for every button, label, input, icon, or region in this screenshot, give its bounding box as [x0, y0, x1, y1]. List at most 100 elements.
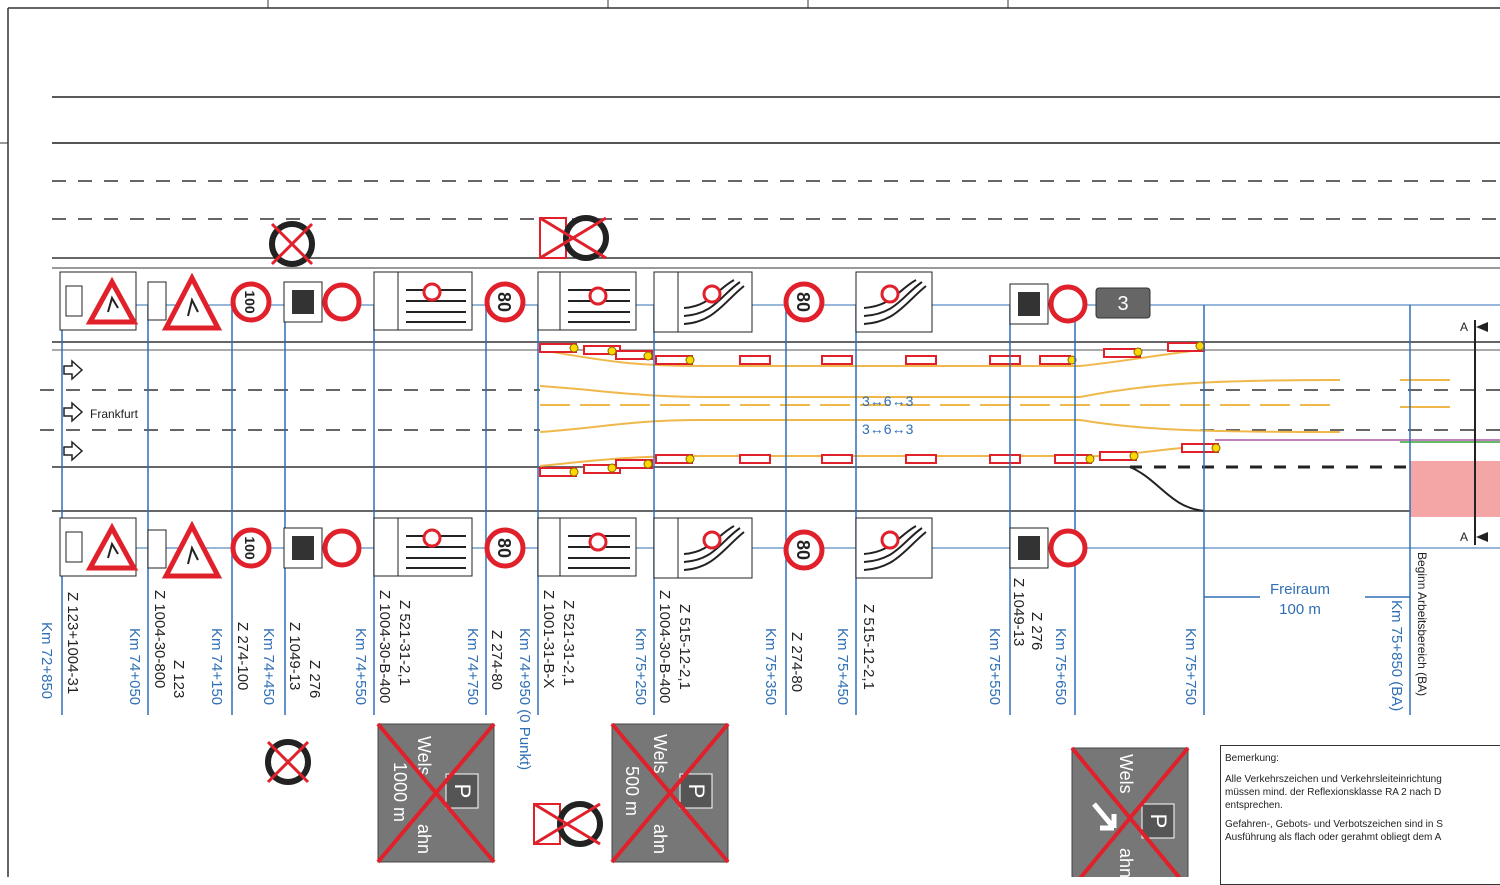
sign-code-label: Z 515-12-2,1: [676, 604, 693, 690]
work-area-label: Beginn Arbeitsbereich (BA): [1415, 552, 1429, 696]
lane-marking-text-2: 3↔6↔3: [862, 421, 914, 437]
sign-code-label: Z 1004-30-B-400: [656, 590, 673, 703]
svg-text:A: A: [1460, 320, 1468, 334]
removed-signs-bottom: [265, 739, 603, 847]
svg-text:Wels: Wels: [414, 736, 434, 776]
lane-guide-sign: [373, 271, 473, 331]
sign-code-label: Z 1004-30-800: [151, 590, 168, 688]
no-overtaking-sign: [1009, 527, 1049, 569]
remark-line: Ausführung als flach oder gerahmt oblieg…: [1225, 832, 1442, 843]
svg-text:ahn: ahn: [1116, 848, 1136, 877]
warning-sign-roadworks: [147, 520, 223, 579]
km-label: Km 75+350: [762, 628, 779, 705]
remark-line: entsprechen.: [1225, 800, 1283, 811]
svg-text:A: A: [1460, 530, 1468, 544]
svg-text:100: 100: [242, 290, 258, 314]
lane-shift-sign: [855, 271, 933, 333]
remark-box: Bemerkung: Alle Verkehrszeichen und Verk…: [1220, 745, 1500, 885]
svg-text:80: 80: [494, 538, 514, 558]
opposite-carriageway: [52, 96, 1500, 269]
remark-line: müssen mind. der Reflexionsklasse RA 2 n…: [1225, 787, 1442, 798]
arrow-right-icon: [63, 440, 84, 462]
temporary-lane-markings: [539, 349, 1450, 467]
remark-title: Bemerkung:: [1225, 753, 1279, 764]
speed-limit-100-sign: 100: [233, 530, 269, 566]
arrow-right-icon: [63, 401, 84, 423]
freiraum-distance: 100 m: [1279, 601, 1321, 618]
sign-code-label: Z 123: [170, 660, 187, 698]
warning-sign-roadworks: [59, 271, 139, 331]
sign-code-label: Z 276: [1028, 612, 1045, 650]
no-overtaking-sign: [283, 281, 323, 323]
km-label: Km 75+650: [1052, 628, 1069, 705]
sign-code-label: Z 274-100: [234, 622, 251, 690]
speed-limit-80-sign: 80: [487, 530, 523, 566]
lane-guide-sign: [537, 517, 637, 577]
leader-lines: [61, 304, 1500, 715]
no-overtaking-trucks-sign: [1048, 284, 1088, 324]
no-overtaking-trucks-sign: [1048, 528, 1088, 568]
sign-code-label: Z 515-12-2,1: [860, 604, 877, 690]
svg-text:100: 100: [242, 536, 258, 560]
km-label: Km 74+550: [352, 628, 369, 705]
warning-sign-roadworks: [59, 517, 139, 577]
speed-limit-80-sign: 80: [786, 284, 822, 320]
route-number: 3: [1117, 293, 1128, 315]
direction-arrows: [63, 359, 84, 462]
arrow-down-right-icon: [1092, 802, 1117, 831]
sign-row-bottom: 100 80 80: [59, 517, 1088, 579]
freiraum-label: Freiraum: [1270, 581, 1330, 598]
lane-guide-sign: [373, 517, 473, 577]
sign-row-top: 100 80 80: [59, 271, 1151, 333]
lane-shift-sign: [653, 517, 753, 579]
km-label: Km 74+050: [126, 628, 143, 705]
sign-code-label: Z 1049-13: [286, 622, 303, 690]
main-carriageway: A A: [40, 320, 1500, 545]
km-label: Km 75+750: [1182, 628, 1199, 705]
speed-limit-100-sign: 100: [233, 284, 269, 320]
arrow-right-icon: [63, 359, 84, 381]
svg-text:500 m: 500 m: [622, 766, 642, 816]
work-area-km-label: Km 75+850 (BA): [1388, 600, 1405, 711]
no-overtaking-trucks-sign: [322, 282, 362, 322]
lane-guide-sign: [537, 271, 637, 331]
svg-text:80: 80: [793, 540, 813, 560]
svg-text:80: 80: [494, 292, 514, 312]
svg-text:Wels: Wels: [650, 734, 670, 774]
speed-limit-80-sign: 80: [786, 532, 822, 568]
parking-sign-1000m: P Wels ahn 1000 m: [376, 722, 496, 864]
sign-code-label: Z 521-31-2,1: [396, 600, 413, 686]
svg-text:P: P: [450, 784, 475, 799]
work-area-zone: [1410, 461, 1500, 517]
km-label: Km 74+950 (0 Punkt): [516, 628, 533, 770]
svg-text:P: P: [684, 784, 709, 799]
sign-code-label: Z 1049-13: [1010, 578, 1027, 646]
direction-label: Frankfurt: [90, 407, 139, 421]
remark-line: Alle Verkehrszeichen und Verkehrsleitein…: [1225, 774, 1442, 785]
sign-code-label: Z 1001-31-B-X: [540, 590, 557, 688]
lane-shift-sign: [855, 517, 933, 579]
svg-text:P: P: [1146, 814, 1171, 829]
no-overtaking-sign: [283, 527, 323, 569]
sign-code-label: Z 123+1004-31: [64, 592, 81, 694]
sign-code-label: Z 274-80: [488, 630, 505, 690]
km-label: Km 72+850: [38, 622, 55, 699]
removed-signs-top: [269, 215, 609, 267]
svg-text:ahn: ahn: [650, 824, 670, 854]
parking-sign-arrow: P Wels ahn: [1070, 746, 1190, 877]
km-label: Km 74+150: [208, 628, 225, 705]
km-label: Km 74+750: [464, 628, 481, 705]
lane-shift-sign: [653, 271, 753, 333]
remark-line: Gefahren-, Gebots- und Verbotszeichen si…: [1225, 819, 1443, 830]
sign-code-label: Z 1004-30-B-400: [376, 590, 393, 703]
lane-marking-text-1: 3↔6↔3: [862, 393, 914, 409]
svg-text:Wels: Wels: [1116, 754, 1136, 794]
warning-sign-roadworks: [147, 272, 223, 331]
sign-labels: Z 123+1004-31 Km 72+850 Z 123 Z 1004-30-…: [38, 552, 1429, 770]
sign-code-label: Z 521-31-2,1: [560, 600, 577, 686]
sign-code-label: Z 276: [306, 660, 323, 698]
no-overtaking-sign: [1009, 283, 1049, 325]
speed-limit-80-sign: 80: [487, 284, 523, 320]
svg-text:ahn: ahn: [414, 824, 434, 854]
